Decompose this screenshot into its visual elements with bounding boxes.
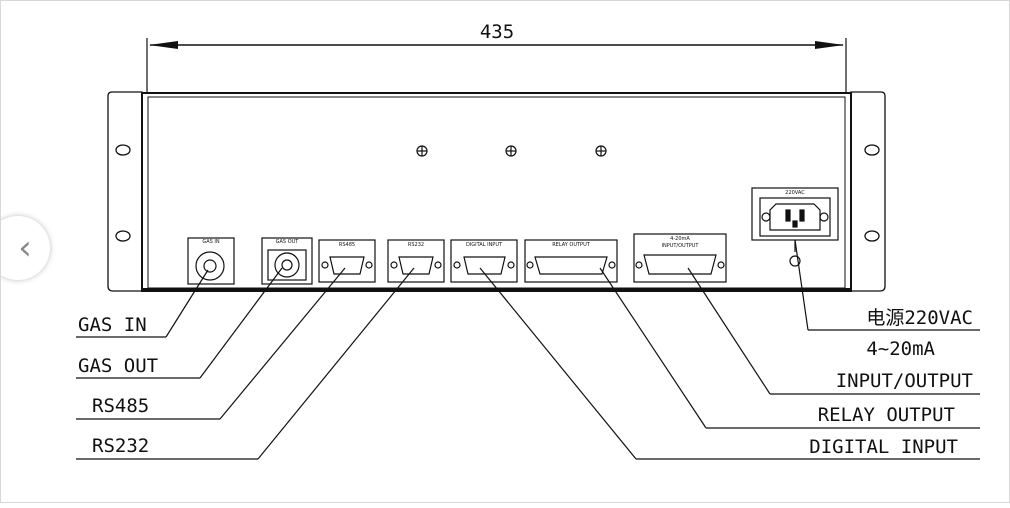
rs485-panel-label: RS485 bbox=[339, 242, 355, 248]
current-io-connector bbox=[633, 233, 727, 283]
callout-leaders bbox=[76, 239, 980, 460]
gas-in-panel-label: GAS IN bbox=[202, 239, 220, 245]
relay-output-panel-label: RELAY OUTPUT bbox=[552, 242, 591, 248]
panel-screws bbox=[416, 145, 607, 157]
digital-input-panel-label: DIGITAL INPUT bbox=[466, 242, 503, 248]
callout-gas-in: GAS IN bbox=[78, 314, 147, 336]
callout-gas-out: GAS OUT bbox=[78, 355, 158, 377]
width-dimension bbox=[146, 38, 847, 92]
callout-digital-input: DIGITAL INPUT bbox=[809, 436, 958, 458]
rs232-panel-label: RS232 bbox=[408, 242, 424, 248]
relay-output-connector bbox=[524, 239, 618, 283]
callout-rs485: RS485 bbox=[92, 395, 149, 417]
callout-rs232: RS232 bbox=[92, 435, 149, 457]
right-rack-ear bbox=[850, 91, 886, 292]
gas-in-port bbox=[187, 237, 235, 285]
power-inlet bbox=[751, 187, 839, 267]
callout-power-220vac: 电源220VAC bbox=[866, 307, 973, 329]
rs485-connector bbox=[318, 239, 376, 283]
callout-relay-output: RELAY OUTPUT bbox=[818, 404, 955, 426]
chassis bbox=[141, 92, 852, 292]
width-dimension-label: 435 bbox=[480, 21, 514, 43]
left-rack-ear bbox=[107, 91, 143, 292]
current-io-panel-label: 4-20mA bbox=[670, 236, 690, 242]
chevron-left-icon: ‹ bbox=[18, 228, 32, 268]
power-panel-label: 220VAC bbox=[785, 190, 805, 196]
current-io-panel-sublabel: INPUT/OUTPUT bbox=[661, 243, 699, 249]
callout-input-output: INPUT/OUTPUT bbox=[836, 370, 973, 392]
gas-out-panel-label: GAS OUT bbox=[276, 239, 300, 245]
previous-image-button[interactable]: ‹ bbox=[0, 216, 50, 280]
callout-current-range: 4~20mA bbox=[866, 338, 935, 360]
rs232-connector bbox=[387, 239, 445, 283]
gas-out-port bbox=[261, 237, 313, 285]
digital-input-connector bbox=[450, 239, 518, 283]
